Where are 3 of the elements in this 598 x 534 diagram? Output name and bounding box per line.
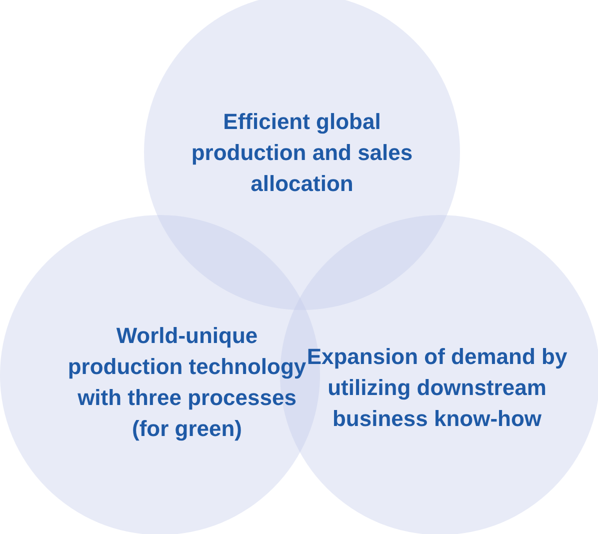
circle-label: Expansion of demand by utilizing downstream business know-how	[306, 342, 568, 432]
circle-label: Efficient global production and sales allocation	[190, 108, 414, 198]
circle-label: World-unique production technology with three processes (for green)	[67, 322, 307, 443]
